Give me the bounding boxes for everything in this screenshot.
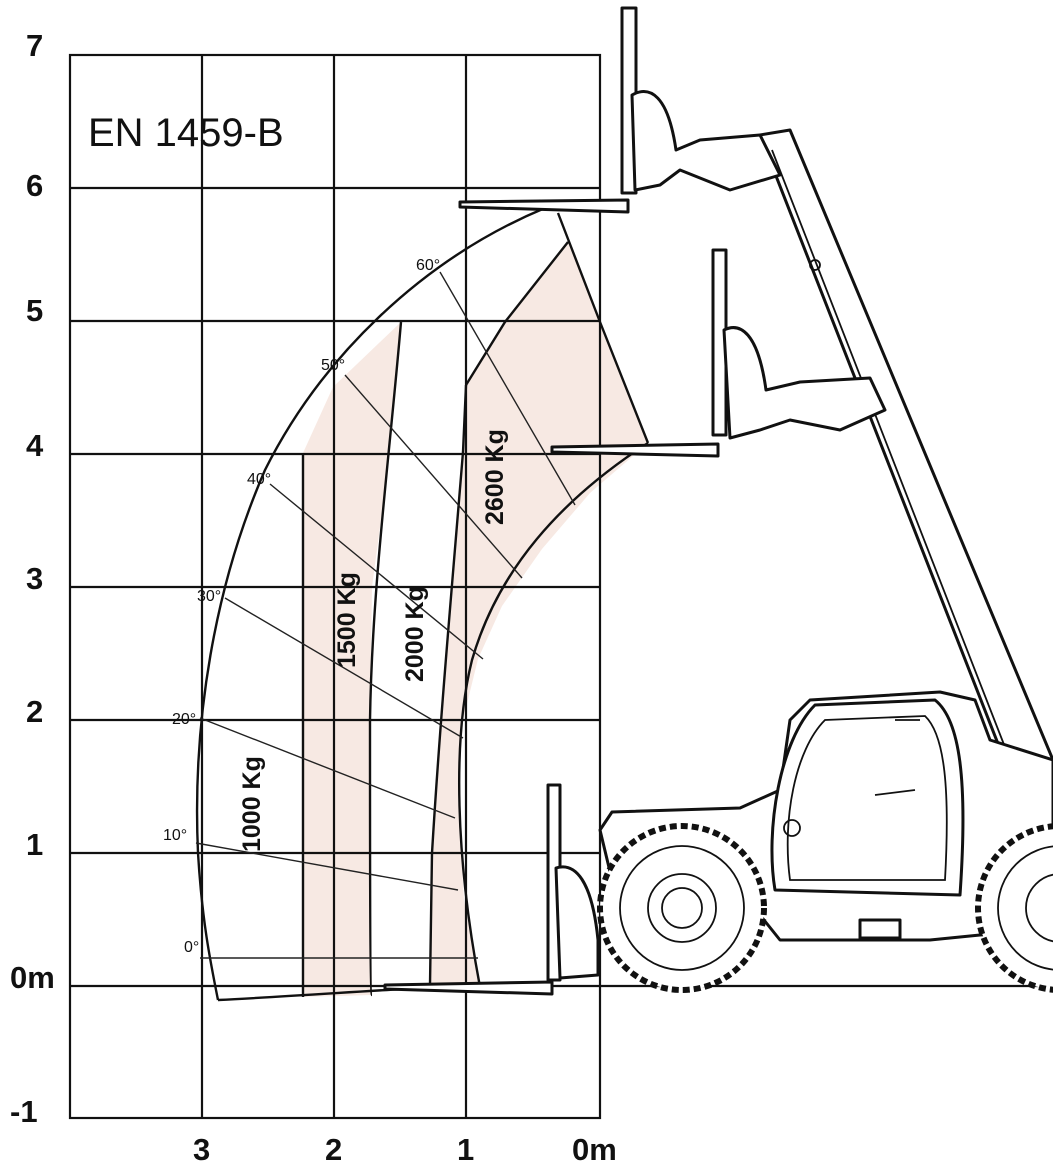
x-tick-2: 2 bbox=[325, 1132, 342, 1167]
attachment-top bbox=[630, 90, 782, 192]
front-hub-center bbox=[661, 887, 703, 929]
band-1500 bbox=[303, 322, 401, 997]
y-tick-2: 2 bbox=[26, 694, 43, 729]
y-tick-1: 1 bbox=[26, 827, 43, 862]
angle-label-10: 10° bbox=[163, 827, 187, 844]
x-tick-0m: 0m bbox=[572, 1132, 617, 1167]
load-envelope bbox=[195, 206, 650, 1002]
angle-lines bbox=[195, 271, 576, 959]
boundary-2600-right bbox=[556, 212, 650, 444]
load-bands bbox=[303, 242, 648, 997]
x-tick-1: 1 bbox=[457, 1132, 474, 1167]
rear-tyre bbox=[975, 823, 1053, 993]
outer-envelope bbox=[195, 206, 546, 1001]
front-wheel bbox=[597, 823, 767, 993]
attachment-ground bbox=[554, 865, 600, 980]
rear-hub bbox=[1025, 873, 1053, 943]
boom-pin-icon bbox=[809, 259, 821, 271]
y-tick-4: 4 bbox=[26, 428, 44, 463]
rear-rim bbox=[997, 845, 1053, 971]
forks-ground bbox=[383, 783, 600, 996]
boundary-2600-top bbox=[464, 241, 569, 386]
cab-rail bbox=[874, 789, 916, 796]
attachment-mid bbox=[722, 326, 887, 440]
grid bbox=[68, 53, 1053, 1120]
forks-top bbox=[458, 6, 782, 214]
front-rim bbox=[619, 845, 745, 971]
angle-line-60 bbox=[439, 271, 576, 506]
standard-label: EN 1459-B bbox=[88, 111, 284, 155]
y-tick-6: 6 bbox=[26, 168, 43, 203]
angle-line-30 bbox=[224, 597, 464, 739]
angle-label-0: 0° bbox=[184, 939, 199, 956]
y-tick-minus-1: -1 bbox=[10, 1094, 38, 1129]
rear-wheel bbox=[975, 823, 1053, 993]
front-hub bbox=[647, 873, 717, 943]
zone-labels: 1000 Kg 1500 Kg 2000 Kg 2600 Kg bbox=[238, 429, 509, 852]
telehandler-machine bbox=[383, 6, 1053, 996]
angle-line-40 bbox=[269, 483, 484, 660]
mirror-icon bbox=[783, 819, 801, 837]
angle-label-40: 40° bbox=[247, 471, 271, 488]
zone-label-1000: 1000 Kg bbox=[238, 756, 266, 852]
angle-labels: 0° 10° 20° 30° 40° 50° 60° bbox=[163, 257, 440, 956]
zone-label-2600: 2600 Kg bbox=[481, 429, 509, 525]
forks-mid bbox=[550, 248, 887, 458]
y-tick-5: 5 bbox=[26, 293, 43, 328]
angle-line-50 bbox=[344, 374, 523, 579]
angle-line-20 bbox=[199, 717, 456, 819]
zone-label-2000: 2000 Kg bbox=[401, 586, 429, 682]
fork-mid bbox=[550, 442, 720, 458]
cab bbox=[770, 698, 965, 897]
x-axis-labels: 3 2 1 0m bbox=[193, 1132, 617, 1167]
boundary-1500-2000 bbox=[368, 321, 403, 997]
step bbox=[858, 918, 902, 940]
angle-label-30: 30° bbox=[197, 588, 221, 605]
angle-label-20: 20° bbox=[172, 711, 196, 728]
band-2600 bbox=[430, 242, 648, 987]
y-tick-0m: 0m bbox=[10, 960, 55, 995]
x-tick-3: 3 bbox=[193, 1132, 210, 1167]
boom-seam bbox=[771, 149, 1011, 761]
angle-label-50: 50° bbox=[321, 357, 345, 374]
y-tick-3: 3 bbox=[26, 561, 43, 596]
fork-top bbox=[458, 198, 630, 214]
y-axis-labels: 7 6 5 4 3 2 1 0m -1 bbox=[10, 28, 55, 1129]
angle-label-60: 60° bbox=[416, 257, 440, 274]
zone-label-1500: 1500 Kg bbox=[333, 572, 361, 668]
fork-ground bbox=[383, 980, 554, 996]
y-tick-7: 7 bbox=[26, 28, 43, 63]
cab-window bbox=[786, 715, 948, 881]
inner-envelope bbox=[458, 441, 649, 988]
boundary-2000-2600 bbox=[428, 384, 468, 986]
front-tyre bbox=[597, 823, 767, 993]
angle-line-10 bbox=[195, 842, 459, 891]
